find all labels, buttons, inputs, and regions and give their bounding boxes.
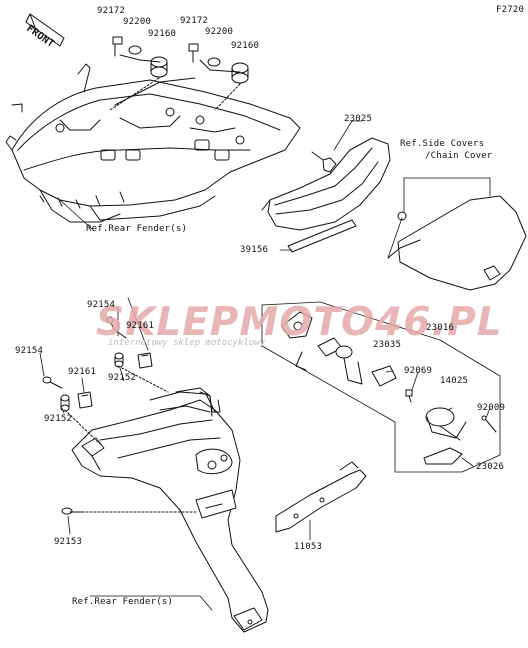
bolt-92153-icon [61, 507, 83, 515]
lamp-cover-23026-icon [423, 447, 463, 465]
part-label-14025: 14025 [440, 376, 469, 386]
top-leader-lines [59, 120, 491, 259]
ref-chain-cover-label: /Chain Cover [425, 151, 493, 161]
part-label-92160-b: 92160 [231, 41, 260, 51]
figure-code: F2720 [496, 5, 525, 15]
lamp-lens-14025-icon [425, 407, 467, 441]
part-label-23016: 23016 [426, 323, 455, 333]
part-label-11053: 11053 [294, 542, 323, 552]
connector-23035-icon [371, 365, 397, 387]
ref-side-covers-label: Ref.Side Covers [400, 139, 485, 149]
lamp-socket-icon [317, 337, 363, 385]
license-lamp-group-frame [261, 301, 501, 473]
part-label-92154-b: 92154 [15, 346, 44, 356]
part-label-23025: 23025 [344, 114, 373, 124]
side-cover-panel [387, 195, 527, 291]
part-label-92154-a: 92154 [87, 300, 116, 310]
ref-rear-fender-top-label: Ref.Rear Fender(s) [86, 224, 188, 234]
grommet-92160-a-icon [150, 56, 168, 78]
fender-bracket-assembly [71, 387, 269, 633]
part-label-92153: 92153 [54, 537, 83, 547]
part-label-23026: 23026 [476, 462, 505, 472]
collar-92152-a-icon [114, 352, 124, 368]
bolt-92154-a-icon [106, 316, 127, 339]
part-label-92152-b: 92152 [44, 414, 73, 424]
bracket-small-parts [42, 316, 199, 515]
bottom-leader-lines [39, 297, 491, 611]
part-label-92161-b: 92161 [68, 367, 97, 377]
watermark-tagline: internetowy sklep motocyklowy [108, 338, 266, 348]
collar-92152-b-icon [60, 394, 70, 412]
part-label-92200-b: 92200 [205, 27, 234, 37]
license-plate-bracket [275, 461, 367, 533]
part-label-92172-a: 92172 [97, 6, 126, 16]
top-small-parts [109, 36, 249, 111]
watermark-brand: SKLEPMOTO46.PL [96, 300, 503, 345]
ref-rear-fender-bottom-label: Ref.Rear Fender(s) [72, 597, 174, 607]
part-label-92160-a: 92160 [148, 29, 177, 39]
license-lamp-parts [281, 311, 497, 465]
rear-frame-assembly [5, 63, 301, 223]
tail-light-assembly [261, 137, 391, 231]
part-label-39156: 39156 [240, 245, 269, 255]
part-label-92009: 92009 [477, 403, 506, 413]
lamp-housing-23016-icon [281, 311, 313, 339]
bolt-92172-a-icon [112, 36, 123, 57]
screw-92069-icon [405, 389, 413, 403]
damper-92161-b-icon [77, 391, 93, 409]
part-label-92172-b: 92172 [180, 16, 209, 26]
part-label-92069: 92069 [404, 366, 433, 376]
grommet-92160-b-icon [231, 62, 249, 84]
screw-92009-icon [481, 415, 497, 433]
bolt-92154-b-icon [42, 376, 63, 389]
part-label-92161-a: 92161 [126, 321, 155, 331]
front-arrow-icon [25, 13, 65, 47]
damper-92161-a-icon [137, 352, 153, 369]
part-label-23035: 23035 [373, 340, 402, 350]
part-label-92200-a: 92200 [123, 17, 152, 27]
part-label-92152-a: 92152 [108, 373, 137, 383]
